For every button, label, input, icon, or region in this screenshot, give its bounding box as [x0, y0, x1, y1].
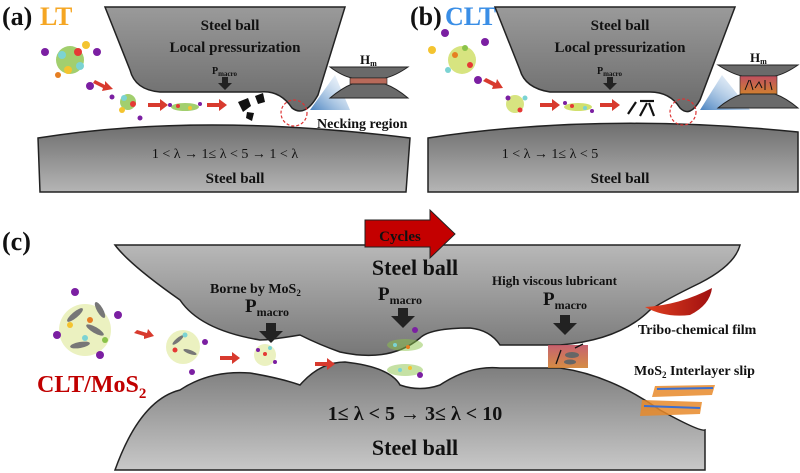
clt-mos2-cluster-large [53, 288, 122, 359]
panel-b-label: (b) [410, 2, 442, 31]
red-arrows-b [483, 78, 620, 111]
molecule-cluster-large-b [428, 29, 489, 84]
wear-debris-a [238, 93, 265, 121]
lower-steel-ball-a [37, 124, 411, 193]
lower-ball-label-b: Steel ball [591, 171, 650, 187]
clt-mos2-compressed [387, 327, 423, 378]
lambda-label-a: 1 < λ → 1≤ λ < 5 → 1 < λ [152, 147, 298, 162]
mos2-layers-icon [640, 385, 715, 416]
panel-b-title: CLT [445, 2, 496, 31]
panel-a: (a) LT Steel ball Local pressurization P… [2, 2, 411, 193]
necking-region-circle-b [669, 98, 697, 126]
panel-a-title: LT [40, 2, 72, 31]
panel-c: (c) Cycles Steel ball Borne by MoS2 Pmac… [2, 208, 757, 471]
upper-ball-label-a: Steel ball [201, 18, 260, 34]
tribo-chemical-film [645, 288, 712, 316]
necking-region-circle-a [280, 99, 308, 127]
borne-by-mos2-label: Borne by MoS2 [210, 282, 301, 298]
pressure-label-c1: Pmacro [245, 296, 289, 319]
clt-mos2-cluster-medium [166, 330, 208, 375]
pressure-arrow-b [603, 77, 617, 90]
lower-ball-label-a: Steel ball [206, 171, 265, 187]
film-debris-lines [555, 343, 584, 365]
local-pressurization-b: Local pressurization [555, 40, 687, 56]
pressure-arrow-a [218, 77, 232, 90]
lambda-label-c: 1≤ λ < 5 → 3≤ λ < 10 [328, 403, 502, 425]
local-pressurization-a: Local pressurization [170, 40, 302, 56]
panel-c-label: (c) [2, 227, 31, 256]
upper-steel-ball-a [103, 6, 347, 112]
mos2-interlayer-label: MoS2 Interlayer slip [634, 364, 755, 380]
inset-contact-a: Hm [328, 52, 410, 99]
molecule-fragments-b [563, 101, 594, 113]
lambda-label-b: 1 < λ → 1≤ λ < 5 [502, 147, 599, 162]
mos2-flake-film [565, 352, 579, 358]
cycles-label: Cycles [379, 229, 421, 245]
high-viscous-label: High viscous lubricant [492, 273, 618, 288]
lower-ball-label-c: Steel ball [372, 435, 458, 460]
wear-debris-lines-b [627, 99, 656, 117]
necking-region-label: Necking region [317, 117, 408, 132]
inset-contact-b: Hm [716, 50, 800, 109]
pressure-label-c2: Pmacro [378, 284, 422, 307]
pressure-arrow-c3 [553, 315, 577, 335]
pressure-label-b: Pmacro [597, 66, 623, 78]
pressure-label-c3: Pmacro [543, 289, 587, 312]
clt-mos2-label: CLT/MoS2 [37, 372, 146, 402]
lower-steel-ball-c [113, 361, 706, 471]
inset-label-b: Hm [750, 50, 767, 66]
molecule-cluster-small-b [505, 95, 528, 113]
molecule-cluster-large-a [41, 41, 101, 90]
zoom-beam-a [310, 75, 350, 110]
upper-steel-ball-b [493, 6, 737, 113]
pressure-arrow-c2 [391, 308, 415, 328]
pressure-arrow-c1 [259, 323, 283, 343]
upper-ball-label-b: Steel ball [591, 18, 650, 34]
panel-b: (b) CLT Steel ball Local pressurization … [410, 2, 800, 193]
panel-a-label: (a) [2, 2, 32, 31]
molecule-fragments-a [168, 102, 202, 111]
inset-label-a: Hm [360, 52, 377, 68]
mos2-flake-film-2 [564, 359, 576, 365]
cycles-arrow: Cycles [364, 208, 456, 260]
upper-ball-label-c: Steel ball [372, 255, 458, 280]
tribo-chemical-label: Tribo-chemical film [638, 323, 757, 338]
red-arrows-a [93, 80, 227, 111]
molecule-cluster-small-a [109, 94, 143, 121]
pressure-label-a: Pmacro [212, 66, 238, 78]
clt-mos2-cluster-small [254, 344, 277, 366]
red-arrows-c [134, 329, 335, 370]
lower-steel-ball-b [427, 122, 799, 193]
